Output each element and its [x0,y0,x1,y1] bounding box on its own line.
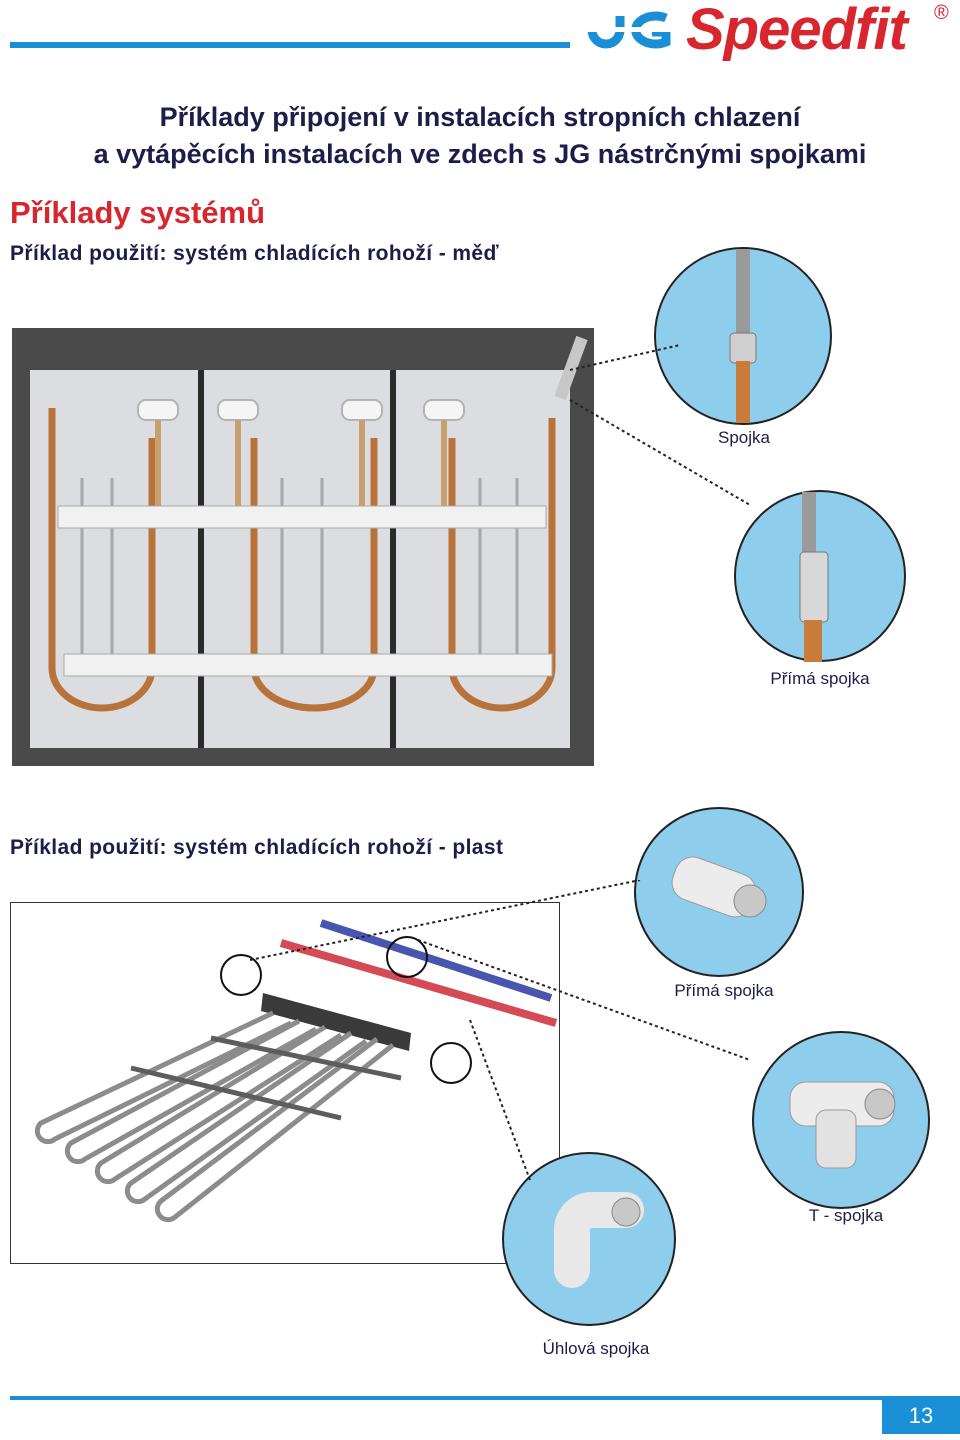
caption-straight-coupling-copper: Přímá spojka [770,669,870,688]
tee-coupling-bubble-image [750,1030,932,1210]
footer-rule [10,1396,960,1400]
coupling-bubble-image [652,245,834,427]
jg-logo-icon [584,2,674,58]
straight-coupling-bubble-image [732,488,908,664]
straight-coupling-plastic-bubble-image [632,805,806,979]
leader-lines-copper [560,340,760,510]
section-title: Příklady systémů [10,195,266,230]
plastic-mat-diagram [10,902,560,1264]
caption-elbow-coupling: Úhlová spojka [542,1339,650,1358]
example-copper-heading: Příklad použití: systém chladících rohož… [10,242,499,265]
elbow-coupling-bubble-image [500,1150,678,1328]
header-rule [10,42,570,48]
caption-coupling: Spojka [718,428,770,447]
leader-lines-plastic [250,880,810,1200]
caption-straight-coupling-plastic: Přímá spojka [674,981,774,1000]
registered-mark: ® [934,2,949,24]
example-plastic-heading: Příklad použití: systém chladících rohož… [10,836,504,859]
page-title-line2: a vytápěcích instalacích ve zdech s JG n… [93,139,867,169]
page-title-line1: Příklady připojení v instalacích stropní… [159,102,801,132]
copper-mat-photo [12,328,594,766]
caption-tee-coupling: T - spojka [808,1206,884,1225]
page-number: 13 [882,1396,960,1434]
speedfit-logo-text: Speedfit [686,0,908,62]
